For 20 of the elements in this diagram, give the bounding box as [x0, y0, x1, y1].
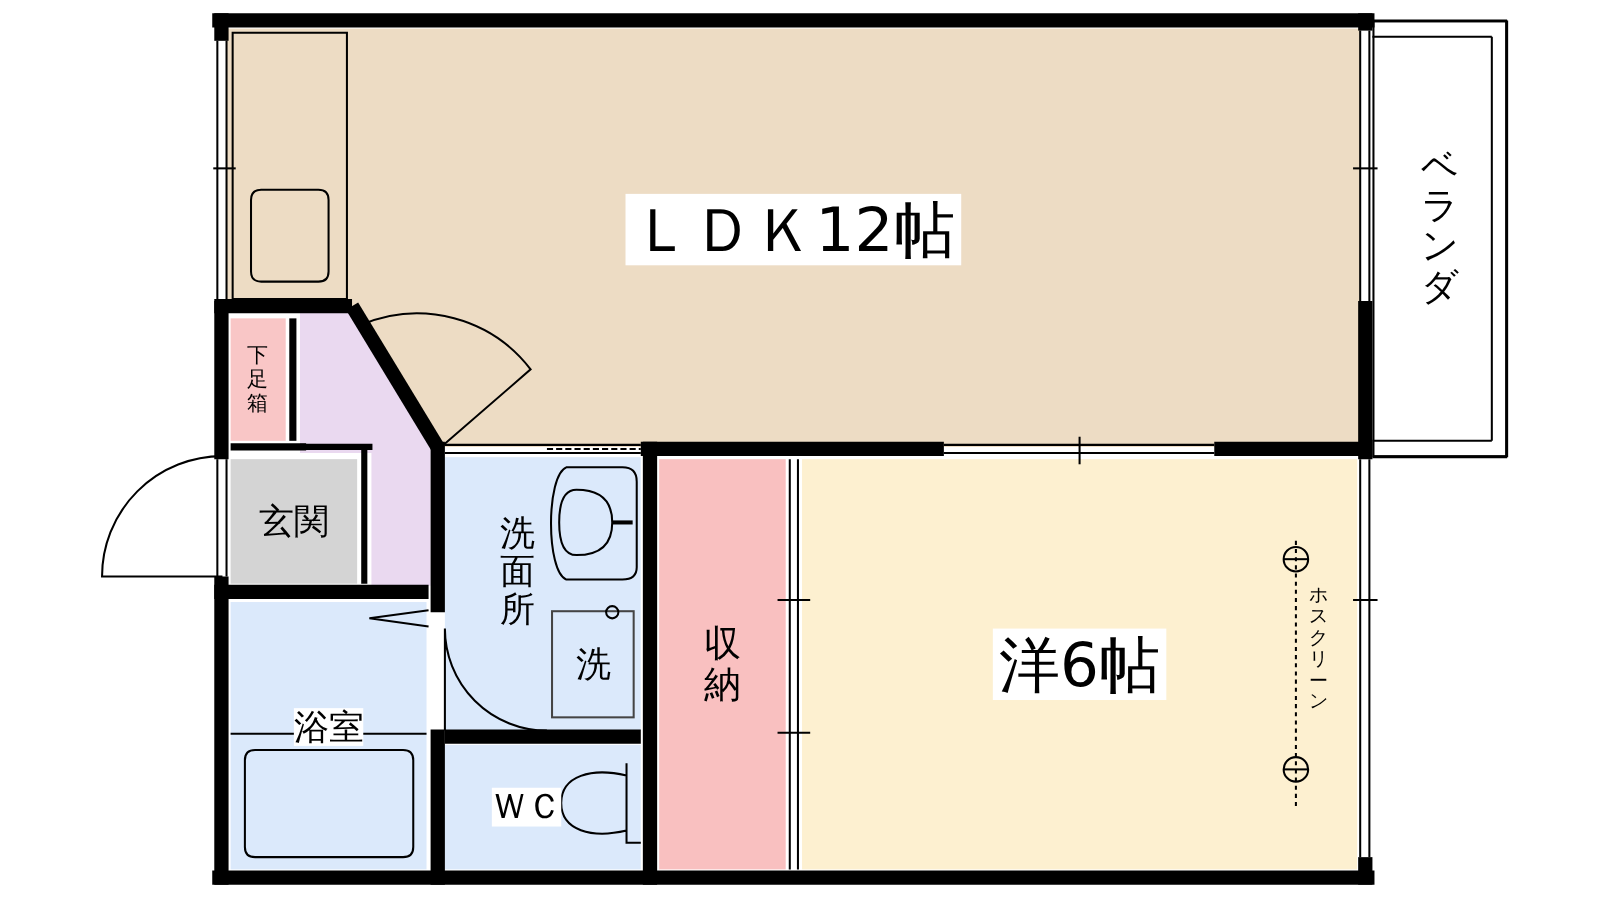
room-label: 玄関 [259, 502, 329, 541]
closet-area [659, 459, 786, 870]
room-label: 下足箱 [247, 344, 269, 415]
shoe-cabinet-area [230, 318, 286, 441]
bathroom-area [230, 602, 427, 870]
room-label: 洗 [575, 645, 611, 684]
western-room-area [802, 459, 1358, 870]
room-label: 洗面所 [500, 514, 535, 629]
living-room-area [226, 28, 1361, 307]
toilet-room-area [444, 744, 641, 870]
washing-machine-space-area [551, 610, 635, 719]
washroom-area [444, 457, 641, 731]
room-label: 洋6帖 [992, 628, 1167, 700]
entrance-area [230, 459, 358, 584]
room-label: ＬＤＫ12帖 [625, 193, 961, 266]
room-label: ベランダ [1421, 144, 1459, 307]
room-label: ＷＣ [491, 788, 562, 827]
room-label: 浴室 [293, 708, 364, 747]
room-label: 収納 [704, 623, 741, 705]
balcony-area [1372, 20, 1508, 458]
